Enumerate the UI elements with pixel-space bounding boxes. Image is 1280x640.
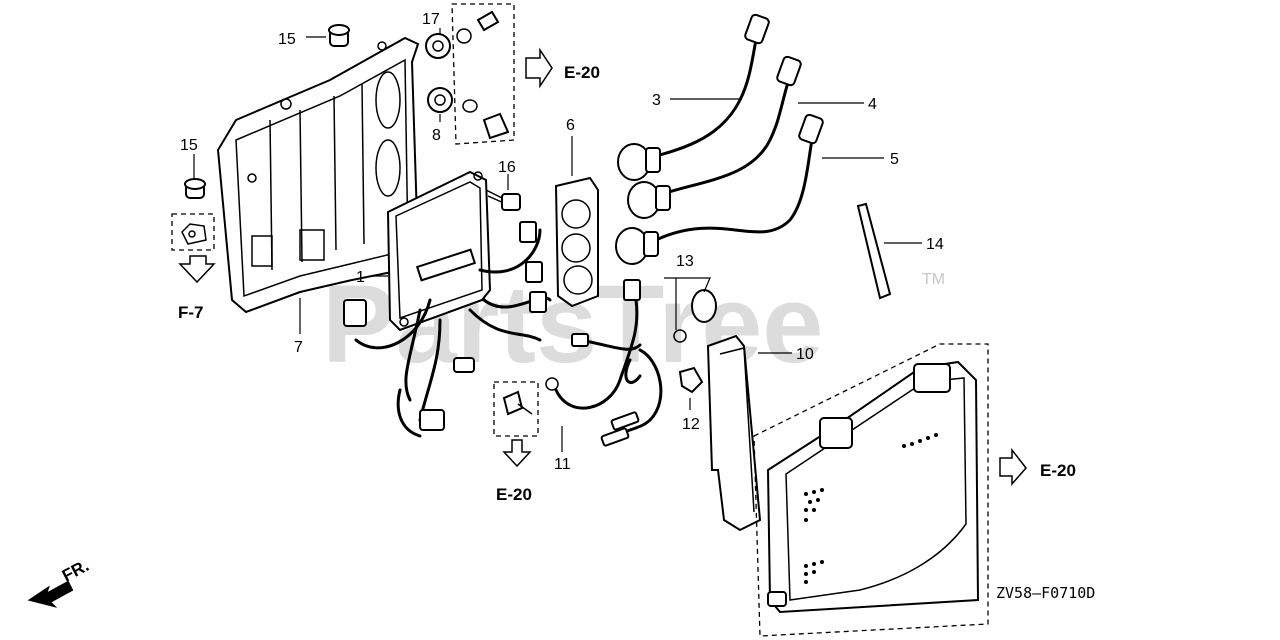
arrow-f7 — [178, 255, 216, 284]
callout-4: 4 — [868, 96, 877, 113]
bolt-detail-box — [493, 381, 539, 437]
callout-16: 16 — [498, 159, 516, 176]
front-indicator-label: FR. — [59, 556, 92, 586]
callout-1: 1 — [356, 269, 365, 286]
plug-lead-4[interactable] — [627, 55, 802, 219]
grommet-17[interactable] — [425, 33, 451, 59]
clamp-12[interactable] — [678, 366, 704, 394]
callout-17: 17 — [422, 11, 440, 28]
arrow-e20-right — [999, 447, 1027, 486]
cable-guide-10[interactable] — [706, 334, 762, 532]
arrow-e20-top — [525, 47, 553, 89]
leader-lines — [193, 28, 922, 452]
plug-holder-6[interactable] — [554, 176, 599, 308]
diagram-code: ZV58—F0710D — [996, 584, 1095, 602]
callout-15-left: 15 — [180, 137, 198, 154]
clip-bar-14[interactable] — [856, 202, 892, 300]
callout-8: 8 — [432, 127, 441, 144]
grommet-8[interactable] — [427, 87, 453, 113]
bolt-16[interactable] — [485, 189, 521, 211]
side-cover[interactable] — [753, 343, 989, 637]
grommet-15-left[interactable] — [184, 178, 206, 199]
arrow-e20-bottom — [502, 439, 532, 468]
reference-e20-top: E-20 — [564, 63, 600, 82]
plug-lead-5[interactable] — [615, 113, 824, 265]
callout-7: 7 — [294, 339, 303, 356]
module-harness[interactable] — [343, 221, 552, 438]
terminal-cap-13[interactable] — [673, 289, 717, 343]
callout-15-top: 15 — [278, 31, 296, 48]
callout-12: 12 — [682, 416, 700, 433]
plug-lead-3[interactable] — [617, 13, 770, 181]
callout-11: 11 — [554, 456, 571, 473]
clip-detail-box — [171, 213, 215, 251]
callout-10: 10 — [796, 346, 814, 363]
watermark-trademark: TM — [922, 271, 945, 288]
control-module-1[interactable] — [386, 170, 492, 332]
reference-e20-right: E-20 — [1040, 461, 1076, 480]
front-arrow-icon — [27, 580, 74, 608]
callout-6: 6 — [566, 117, 575, 134]
callout-13: 13 — [676, 253, 694, 270]
callout-3: 3 — [652, 92, 661, 109]
callout-14: 14 — [926, 236, 944, 253]
callout-5: 5 — [890, 151, 899, 168]
reference-f7: F-7 — [178, 303, 204, 322]
housing-panel-7[interactable] — [216, 36, 420, 314]
grommet-15-top[interactable] — [328, 24, 350, 47]
reference-e20-bottom: E-20 — [496, 485, 532, 504]
fastener-detail-box — [451, 3, 515, 145]
wire-harness-11[interactable] — [545, 279, 663, 447]
